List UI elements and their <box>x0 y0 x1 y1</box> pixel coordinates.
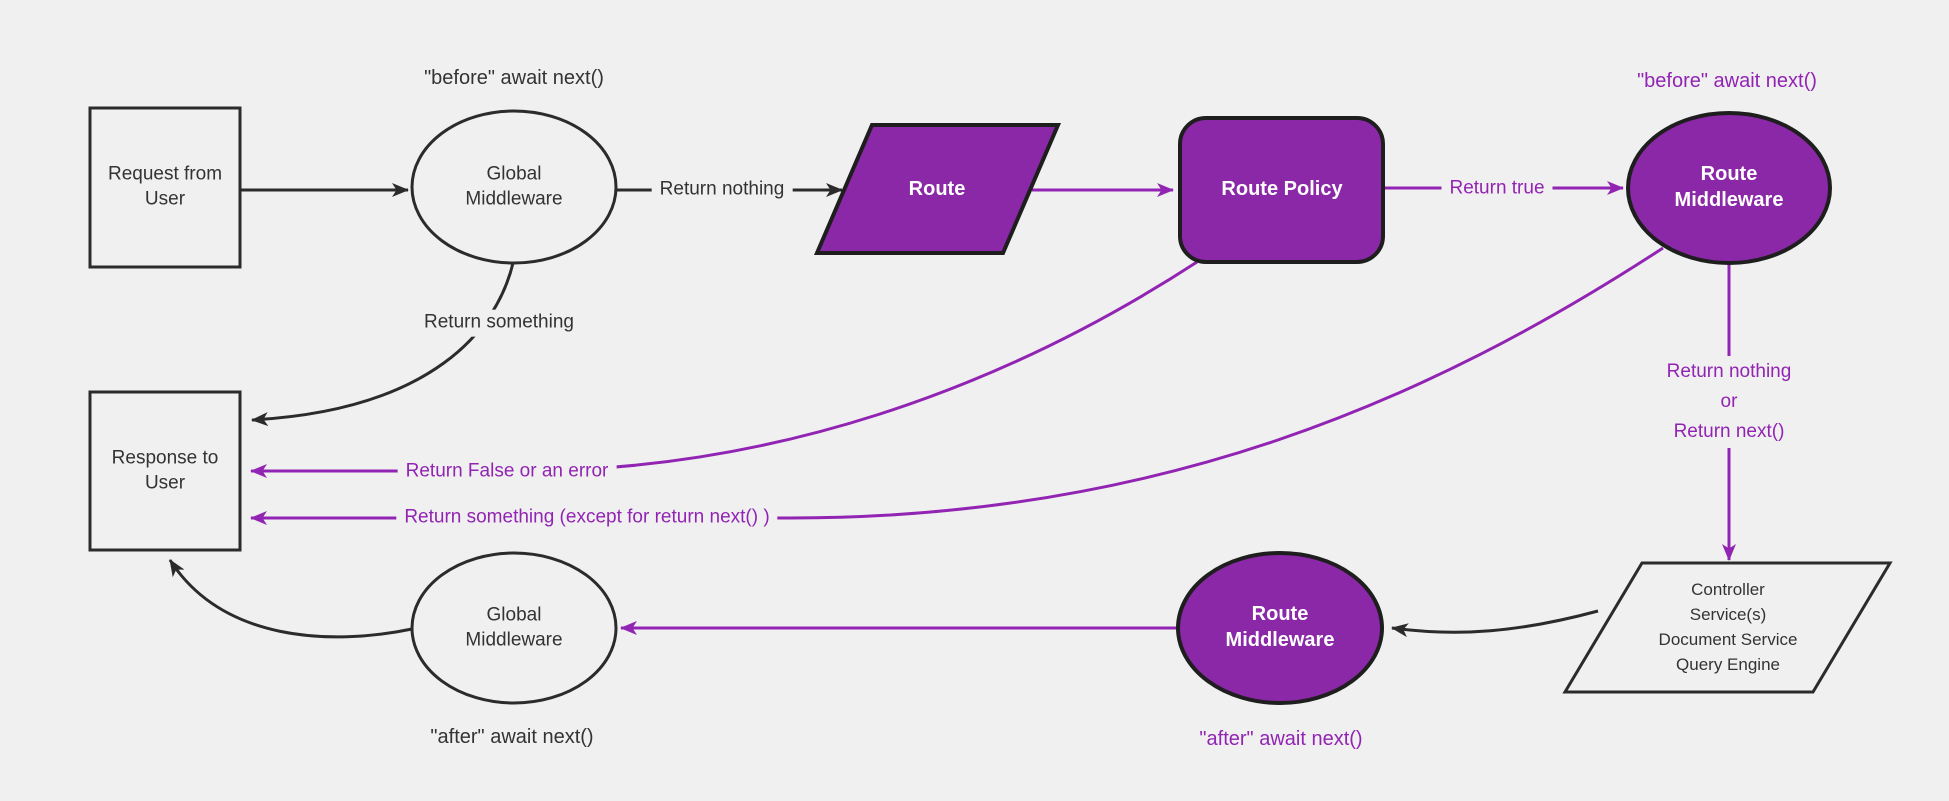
annotation-after-route-middleware: "after" await next() <box>1199 728 1363 750</box>
global-middleware-bottom-shape <box>410 551 618 705</box>
edge-label-return-something-except: Return something (except for return next… <box>396 504 778 532</box>
response-node-label: Response to User <box>111 447 219 493</box>
route-middleware-top-label: Route Middleware <box>1674 163 1784 211</box>
global-middleware-top-label: Global Middleware <box>465 163 563 209</box>
edge-route-mw-return-something-except <box>250 246 1664 525</box>
controller-node-shape <box>1562 561 1893 694</box>
edge-global-mw-return-something <box>251 262 515 427</box>
annotation-after-global-middleware: "after" await next() <box>430 726 594 748</box>
edge-label-return-false-or-error: Return False or an error <box>397 458 617 486</box>
request-node-label: Request from User <box>107 163 223 209</box>
edge-label-return-nothing: Return nothing <box>651 176 793 204</box>
edge-label-return-nothing-or-next: Return nothing or Return next() <box>1658 356 1800 448</box>
route-middleware-bottom-label: Route Middleware <box>1225 603 1335 651</box>
annotation-before-global-middleware: "before" await next() <box>424 67 604 89</box>
edge-label-return-something: Return something <box>416 309 582 337</box>
global-middleware-top-shape <box>410 109 618 265</box>
request-node-shape <box>88 106 242 269</box>
route-middleware-bottom-shape <box>1176 551 1384 705</box>
edge-label-return-true: Return true <box>1441 175 1553 203</box>
global-middleware-bottom-label: Global Middleware <box>465 604 563 650</box>
edge-global-mw-bottom-to-response <box>168 559 413 639</box>
annotation-before-route-middleware: "before" await next() <box>1637 70 1817 92</box>
controller-node-label: Controller Service(s) Document Service Q… <box>1658 580 1798 674</box>
route-node-shape <box>813 123 1062 255</box>
route-middleware-top-shape <box>1626 111 1832 265</box>
route-policy-node-shape <box>1178 116 1385 264</box>
route-policy-node-label: Route Policy <box>1221 178 1343 200</box>
route-node-label: Route <box>908 178 966 200</box>
edge-controller-to-route-mw-bottom <box>1391 609 1599 638</box>
edge-route-policy-return-false <box>250 260 1198 478</box>
response-node-shape <box>88 390 242 552</box>
